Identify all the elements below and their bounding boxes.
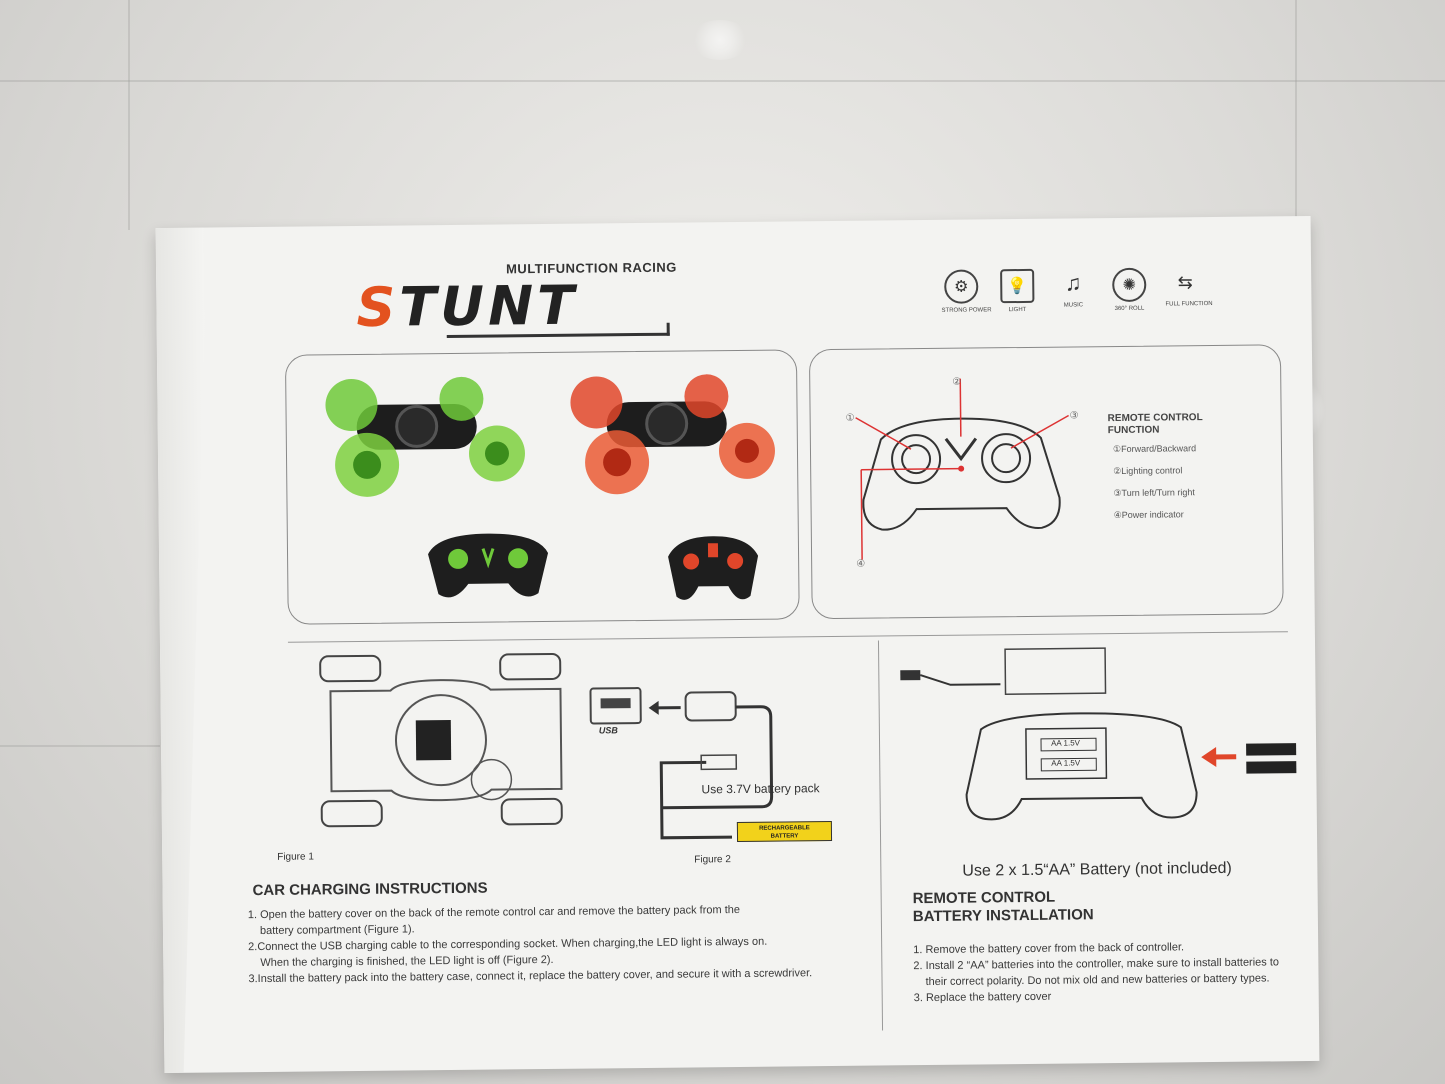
function-item: ④Power indicator [1113,509,1184,521]
car-charging-title: CAR CHARGING INSTRUCTIONS [252,879,488,900]
function-item: ①Forward/Backward [1112,443,1197,455]
car-charging-instructions: 1. Open the battery cover on the back of… [248,901,813,987]
feature-icons: ⚙ STRONG POWER 💡 LIGHT ♫ MUSIC ✺ 360° ROLL ⇆… [941,267,1213,314]
music-icon: ♫ [1064,270,1082,296]
floor-tile-seam [0,80,1445,82]
function-item: ②Lighting control [1113,465,1183,477]
spin-icon: ✺ [1112,267,1147,303]
marker-4: ④ [856,558,866,570]
aa-label-1: AA 1.5V [1051,738,1081,748]
figure-1-caption: Figure 1 [277,851,314,863]
title-line: REMOTE CONTROL [912,888,1056,908]
feature-roll: ✺ 360° ROLL [1109,267,1149,313]
light-reflection [690,20,750,60]
marker-3: ③ [1069,410,1079,422]
feature-label: FULL FUNCTION [1165,301,1213,308]
floor-tile-seam [0,745,160,747]
remote-diagram [855,378,1069,560]
floor-tile-seam [1295,0,1297,250]
battery-pack-note: Use 3.7V battery pack [701,781,820,797]
aa-battery-note: Use 2 x 1.5“AA” Battery (not included) [962,859,1232,880]
floor-tile-seam [128,0,130,230]
green-remote-controller [428,533,549,598]
feature-label: 360° ROLL [1114,305,1145,313]
aa-label-2: AA 1.5V [1051,758,1081,768]
marker-2: ② [952,376,962,388]
charging-diagram [319,652,774,840]
product-illustration [325,374,775,600]
section-divider-vertical [877,640,884,1031]
feature-label: LIGHT [1008,306,1027,314]
product-showcase-panel [284,349,800,625]
red-stunt-car [570,374,775,495]
feature-label: STRONG POWER [941,307,992,314]
title-line: REMOTE CONTROL [1107,412,1203,425]
power-icon: ⚙ [944,269,979,304]
function-item: ③Turn left/Turn right [1113,487,1195,499]
instruction-line: 3. Replace the battery cover [913,990,1052,1005]
rech-line: BATTERY [770,833,799,840]
feature-strong-power: ⚙ STRONG POWER [941,269,992,314]
remote-battery-diagram [900,647,1297,821]
full-function-icon: ⇆ [1177,271,1193,292]
remote-function-panel [808,344,1284,620]
feature-music: ♫ MUSIC [1053,268,1093,312]
figure-2-caption: Figure 2 [694,854,731,866]
title-line: BATTERY INSTALLATION [912,906,1094,926]
brand-underline [446,322,670,339]
remote-function-list: ①Forward/Backward ②Lighting control ③Tur… [1113,443,1197,532]
light-icon: 💡 [1000,268,1035,304]
remote-battery-instructions: 1. Remove the battery cover from the bac… [913,938,1279,1006]
feature-label: MUSIC [1063,302,1084,309]
box-flap [156,228,213,1073]
green-stunt-car [325,376,525,497]
feature-full-function: ⇆ FULL FUNCTION [1165,267,1213,311]
red-remote-controller [668,536,759,600]
section-divider [287,631,1288,643]
product-box: MULTIFUNCTION RACING STUNT ⚙STRONG POWER… [155,215,1320,1074]
brand-logo-s: S [356,275,400,339]
marker-1: ① [845,412,855,424]
title-line: FUNCTION [1107,424,1160,437]
usb-label: USB [598,725,618,736]
feature-light: 💡 LIGHT [997,268,1037,314]
